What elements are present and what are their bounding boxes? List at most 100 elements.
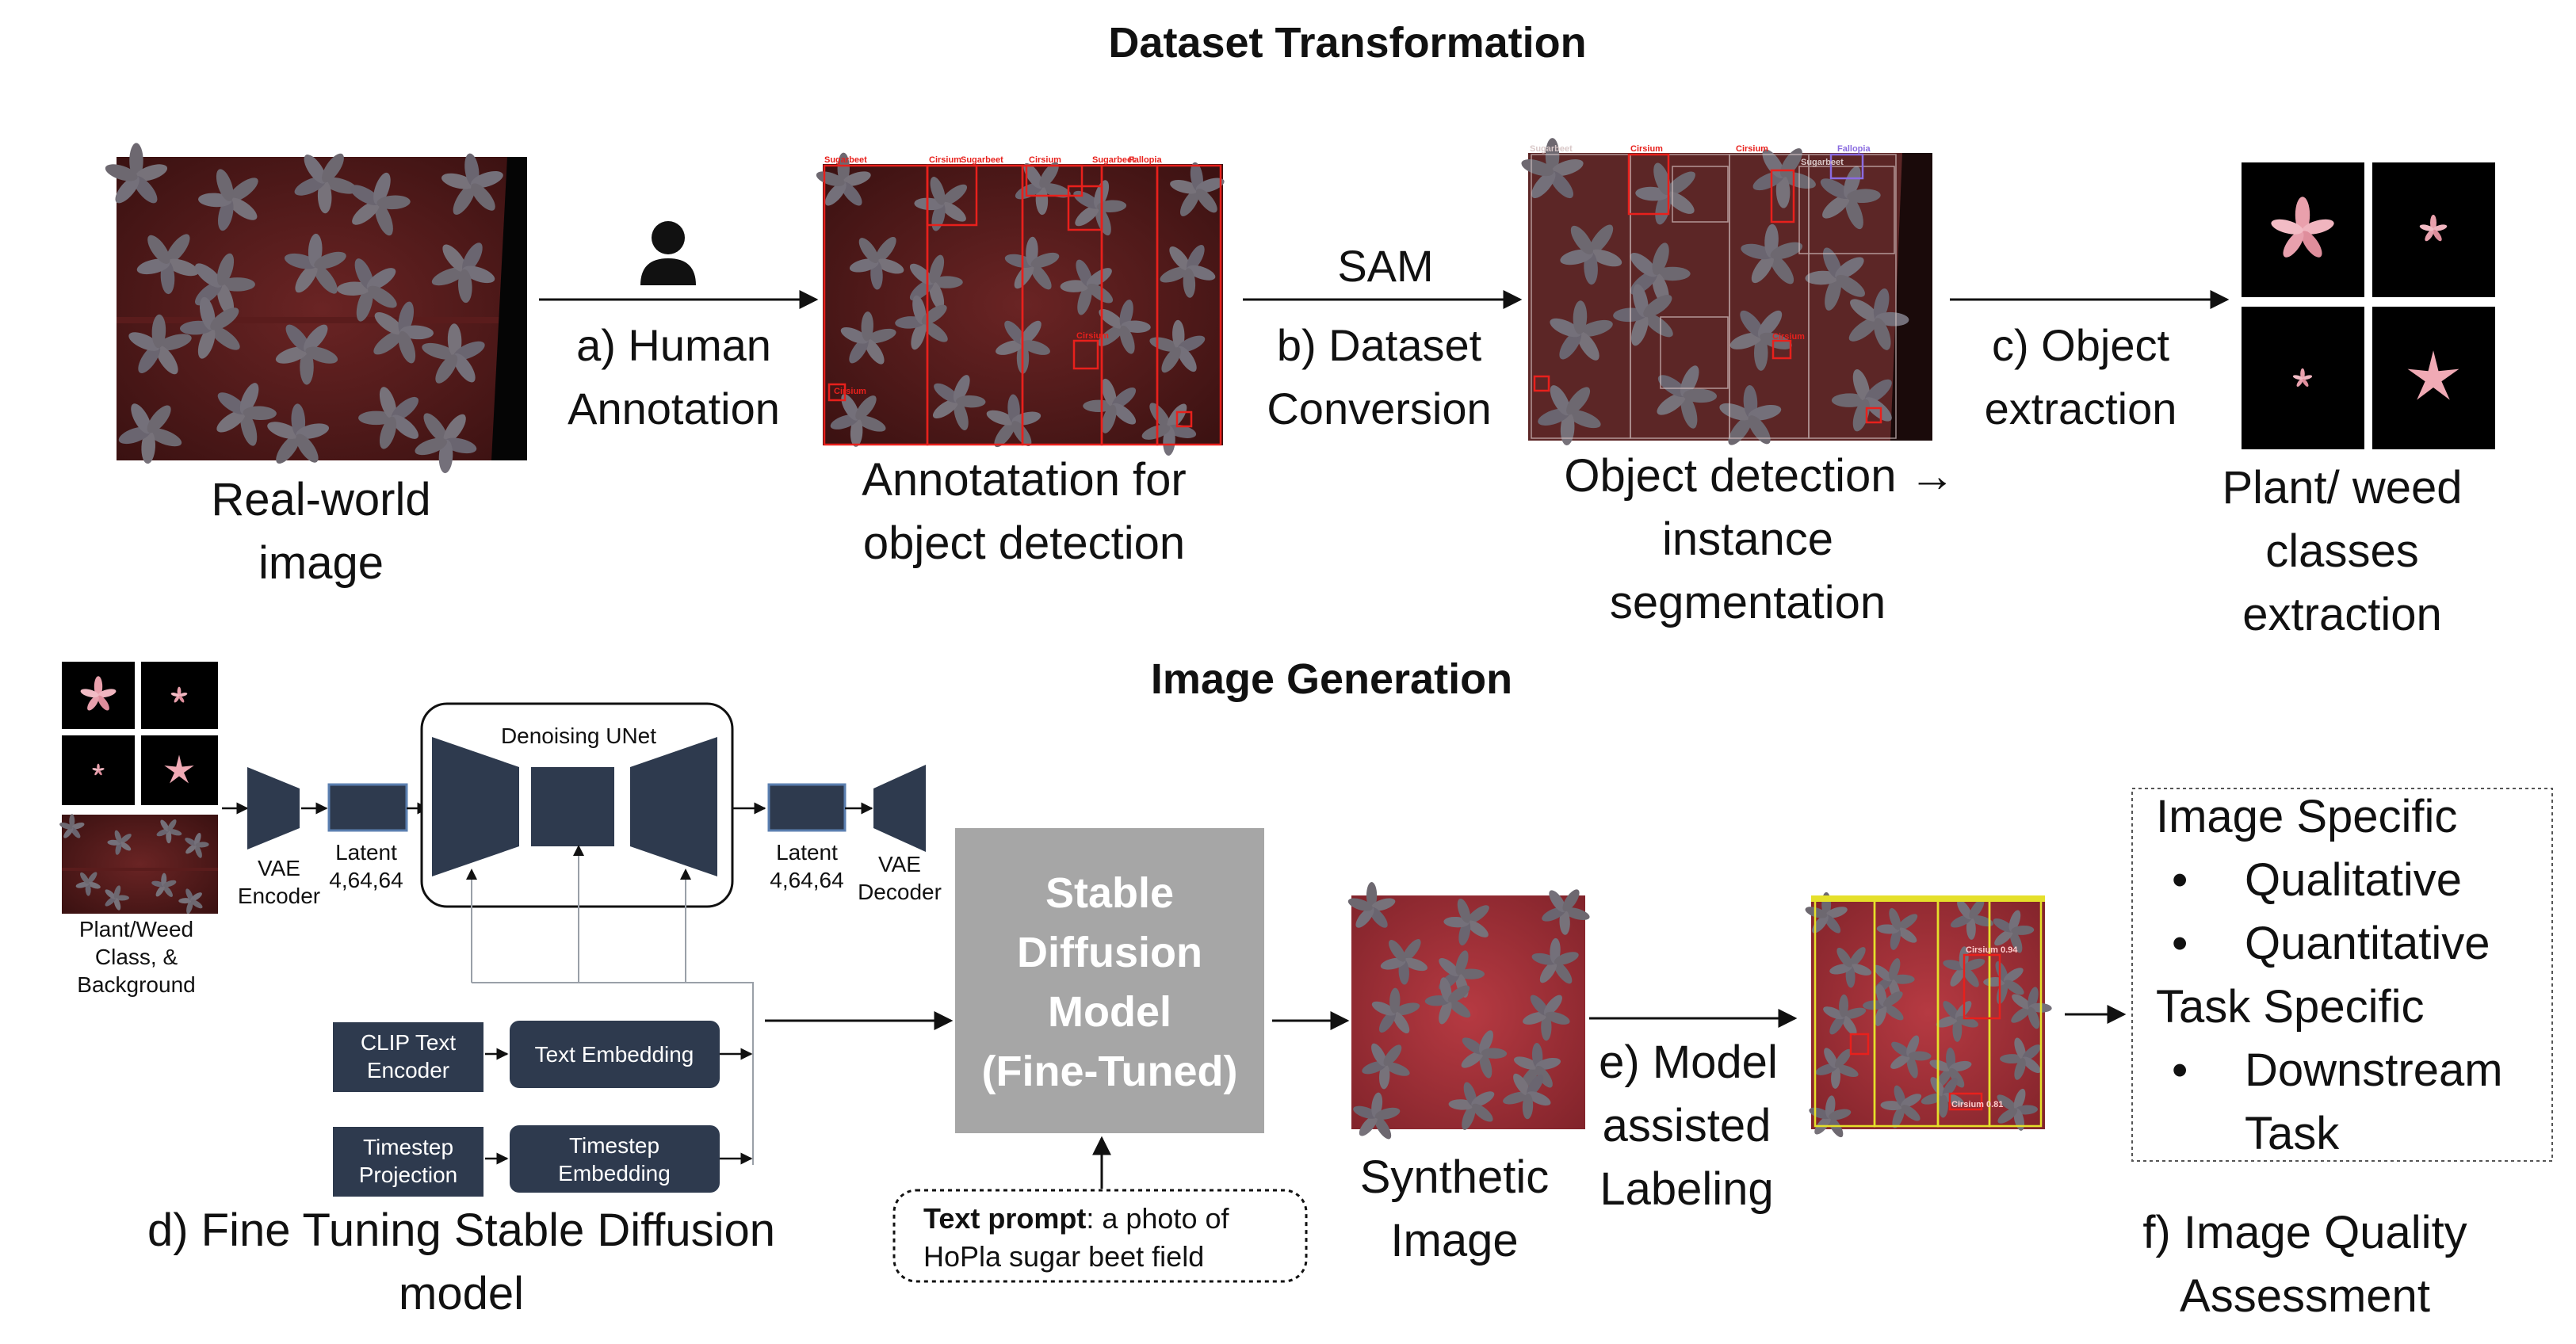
stable-diffusion-line2: Diffusion bbox=[1017, 929, 1202, 976]
step-e-label-line1: e) Model bbox=[1599, 1037, 1778, 1088]
unet-encoder-block bbox=[432, 737, 519, 876]
text-embedding-label: Text Embedding bbox=[535, 1042, 694, 1067]
vae-encoder-label-line2: Encoder bbox=[238, 884, 320, 908]
annotation-box-label: Cirsium bbox=[834, 387, 866, 396]
clip-text-encoder-block bbox=[333, 1022, 483, 1092]
real-world-caption-line2: image bbox=[258, 537, 384, 589]
timestep-embedding-label-line1: Timestep bbox=[569, 1133, 659, 1158]
step-c-label-line1: c) Object bbox=[1992, 320, 2169, 370]
stable-diffusion-model-box bbox=[955, 828, 1264, 1133]
vae-decoder-shape bbox=[873, 765, 926, 852]
latent-in-label-line2: 4,64,64 bbox=[329, 868, 403, 892]
latent-in-block bbox=[327, 783, 408, 832]
extraction-caption-line1: Plant/ weed bbox=[2222, 462, 2462, 514]
detection-box-label: Fallopia bbox=[1837, 144, 1871, 154]
labeled-detection-label: Cirsium 0.81 bbox=[1951, 1100, 2003, 1109]
annotation-box-label: Cirsium bbox=[1029, 155, 1061, 165]
stable-diffusion-line4: (Fine-Tuned) bbox=[982, 1048, 1238, 1095]
latent-out-block bbox=[767, 783, 847, 832]
timestep-projection-label-line2: Projection bbox=[359, 1163, 458, 1187]
annotation-image: Sugarbeet Cirsium Sugarbeet Cirsium Suga… bbox=[814, 151, 1236, 466]
quality-bullet: • bbox=[2172, 918, 2188, 969]
annotation-box-label: Fallopia bbox=[1129, 155, 1162, 165]
denoising-unet-title: Denoising UNet bbox=[501, 724, 656, 748]
real-world-caption-line1: Real-world bbox=[211, 474, 430, 525]
extraction-caption-line3: extraction bbox=[2242, 589, 2441, 640]
step-f-label-line1: f) Image Quality bbox=[2142, 1207, 2467, 1258]
step-c-label-line2: extraction bbox=[1985, 384, 2177, 433]
detection-caption-line3: segmentation bbox=[1610, 577, 1886, 628]
clip-encoder-label-line2: Encoder bbox=[367, 1058, 449, 1082]
quality-bullet: • bbox=[2172, 1044, 2188, 1096]
annotation-caption-line1: Annotatation for bbox=[862, 454, 1187, 506]
stable-diffusion-line1: Stable bbox=[1045, 869, 1174, 917]
synthetic-caption-line2: Image bbox=[1390, 1215, 1518, 1266]
vae-encoder-label-line1: VAE bbox=[258, 856, 300, 880]
detection-image: Sugarbeet Cirsium Cirsium Cirsium Sugarb… bbox=[1519, 136, 1932, 464]
extraction-caption-line2: classes bbox=[2265, 525, 2418, 577]
labeled-detection-label: Cirsium 0.94 bbox=[1966, 945, 2018, 955]
dataset-transformation-title: Dataset Transformation bbox=[1108, 19, 1586, 67]
synthetic-caption-line1: Synthetic bbox=[1360, 1151, 1550, 1203]
latent-out-label-line1: Latent bbox=[776, 840, 838, 865]
detection-box-label: Cirsium bbox=[1736, 144, 1768, 154]
annotation-box-label: Sugarbeet bbox=[824, 155, 867, 165]
quality-qualitative: Qualitative bbox=[2245, 854, 2462, 906]
quality-quantitative: Quantitative bbox=[2245, 918, 2490, 969]
step-d-label-line2: model bbox=[399, 1268, 524, 1319]
stable-diffusion-line3: Model bbox=[1048, 988, 1171, 1036]
vae-decoder-label-line1: VAE bbox=[878, 852, 921, 876]
text-prompt-rest: : a photo of bbox=[1086, 1202, 1229, 1235]
person-icon bbox=[640, 221, 696, 285]
timestep-projection-block bbox=[333, 1127, 483, 1197]
synthetic-image bbox=[1343, 880, 1597, 1152]
latent-out-label-line2: 4,64,64 bbox=[770, 868, 843, 892]
quality-assessment-box bbox=[2131, 788, 2553, 1162]
detection-box-label: Sugarbeet bbox=[1530, 144, 1573, 154]
step-a-label-line1: a) Human bbox=[576, 320, 771, 370]
labeled-synthetic-image: Cirsium 0.94 Cirsium 0.81 bbox=[1799, 890, 2060, 1149]
quality-downstream-line1: Downstream bbox=[2245, 1044, 2503, 1096]
vae-encoder-shape bbox=[247, 767, 300, 850]
text-prompt-bold: Text prompt bbox=[923, 1202, 1086, 1235]
step-b-sam-label: SAM bbox=[1337, 241, 1433, 291]
text-embedding-block bbox=[510, 1021, 720, 1088]
quality-bullet: • bbox=[2172, 854, 2188, 906]
real-world-image bbox=[103, 141, 527, 485]
annotation-box-label: Cirsium bbox=[1076, 331, 1109, 341]
text-prompt-line2: HoPla sugar beet field bbox=[923, 1240, 1204, 1273]
latent-in-label-line1: Latent bbox=[335, 840, 397, 865]
input-thumbnails bbox=[59, 662, 218, 918]
step-b-label-line1: b) Dataset bbox=[1277, 320, 1482, 370]
step-d-label-line1: d) Fine Tuning Stable Diffusion bbox=[147, 1205, 775, 1256]
step-e-label-line3: Labeling bbox=[1599, 1163, 1773, 1215]
step-e-label-line2: assisted bbox=[1603, 1100, 1771, 1151]
detection-box-label: Sugarbeet bbox=[1801, 158, 1844, 167]
step-b-label-line2: Conversion bbox=[1267, 384, 1491, 433]
step-f-label-line2: Assessment bbox=[2180, 1270, 2430, 1322]
detection-box-label: Cirsium bbox=[1630, 144, 1663, 154]
annotation-box-label: Sugarbeet bbox=[1092, 155, 1135, 165]
detection-caption-line1: Object detection → bbox=[1564, 450, 1955, 502]
annotation-box-label: Sugarbeet bbox=[961, 155, 1003, 165]
unet-bottleneck-block bbox=[531, 767, 614, 846]
extracted-objects-grid bbox=[2242, 162, 2495, 449]
unet-decoder-block bbox=[630, 737, 717, 876]
timestep-embedding-block bbox=[510, 1125, 720, 1193]
input-caption-line1: Plant/Weed bbox=[79, 917, 193, 941]
detection-box-label: Cirsium bbox=[1772, 332, 1805, 342]
annotation-box-label: Cirsium bbox=[929, 155, 961, 165]
annotation-caption-line2: object detection bbox=[863, 517, 1185, 569]
vae-decoder-label-line2: Decoder bbox=[858, 880, 942, 904]
timestep-embedding-label-line2: Embedding bbox=[558, 1161, 671, 1186]
clip-encoder-label-line1: CLIP Text bbox=[361, 1030, 457, 1055]
input-caption-line3: Background bbox=[77, 972, 195, 997]
text-prompt-line1: Text prompt: a photo of bbox=[923, 1202, 1229, 1235]
text-prompt-box bbox=[892, 1189, 1308, 1283]
timestep-projection-label-line1: Timestep bbox=[363, 1135, 453, 1159]
detection-caption-line2: instance bbox=[1662, 514, 1833, 565]
input-caption-line2: Class, & bbox=[95, 945, 178, 969]
quality-downstream-line2: Task bbox=[2245, 1108, 2340, 1159]
image-generation-title: Image Generation bbox=[1151, 655, 1512, 703]
